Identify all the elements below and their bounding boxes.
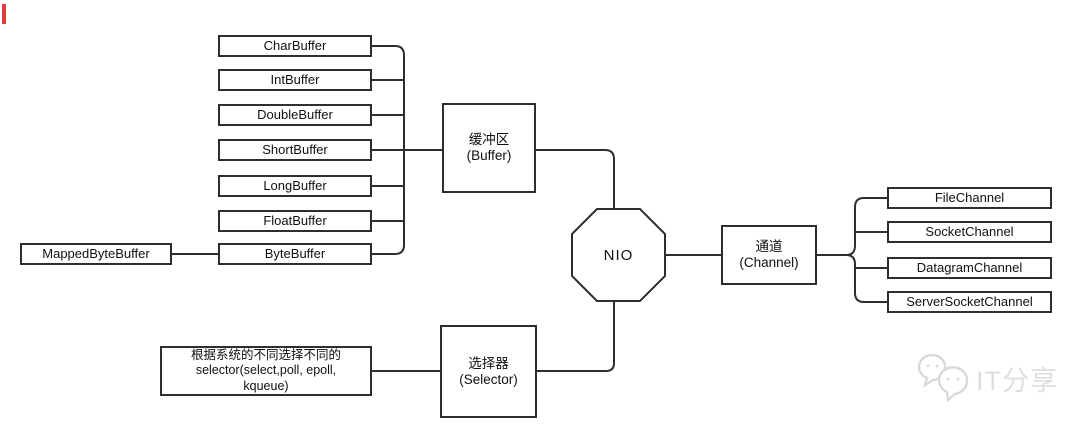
node-longbuffer: LongBuffer	[218, 175, 372, 197]
node-datagramchannel: DatagramChannel	[887, 257, 1052, 279]
buffer-hub-label-en: (Buffer)	[466, 148, 512, 163]
channel-bracket-upper	[817, 197, 887, 256]
selector-note-line2: selector(select,poll, epoll,	[195, 363, 337, 378]
node-bytebuffer: ByteBuffer	[218, 243, 372, 265]
channel-hub-label-cn: 通道	[755, 239, 783, 255]
node-shortbuffer: ShortBuffer	[218, 139, 372, 161]
node-floatbuffer: FloatBuffer	[218, 210, 372, 232]
selector-note-line1: 根据系统的不同选择不同的	[190, 348, 341, 363]
node-doublebuffer: DoubleBuffer	[218, 104, 372, 126]
wechat-bubbles-icon	[917, 354, 969, 402]
selector-note-line3: kqueue)	[243, 378, 289, 393]
node-buffer-hub: 缓冲区 (Buffer)	[442, 103, 536, 193]
buffer-to-nio-link	[536, 149, 615, 209]
node-channel-hub: 通道 (Channel)	[721, 225, 817, 285]
node-selector-hub: 选择器 (Selector)	[440, 325, 537, 418]
selector-to-nio-link	[537, 301, 615, 372]
selector-hub-label-cn: 选择器	[468, 355, 509, 371]
node-intbuffer: IntBuffer	[218, 69, 372, 91]
watermark: IT分享	[916, 352, 1066, 404]
node-filechannel: FileChannel	[887, 187, 1052, 209]
selector-hub-label-en: (Selector)	[459, 371, 518, 387]
buffer-hub-label-cn: 缓冲区	[468, 132, 510, 148]
node-selector-note: 根据系统的不同选择不同的 selector(select,poll, epoll…	[160, 346, 372, 396]
channel-bracket-lower	[845, 254, 887, 303]
node-socketchannel: SocketChannel	[887, 221, 1052, 243]
channel-hub-label-en: (Channel)	[739, 255, 799, 270]
accent-bar	[2, 4, 6, 24]
node-serversocketchannel: ServerSocketChannel	[887, 291, 1052, 313]
nio-octagon	[571, 208, 666, 302]
node-charbuffer: CharBuffer	[218, 35, 372, 57]
node-mappedbytebuffer: MappedByteBuffer	[20, 243, 172, 265]
watermark-text: IT分享	[976, 365, 1058, 396]
nio-center-label: NIO	[603, 246, 634, 264]
